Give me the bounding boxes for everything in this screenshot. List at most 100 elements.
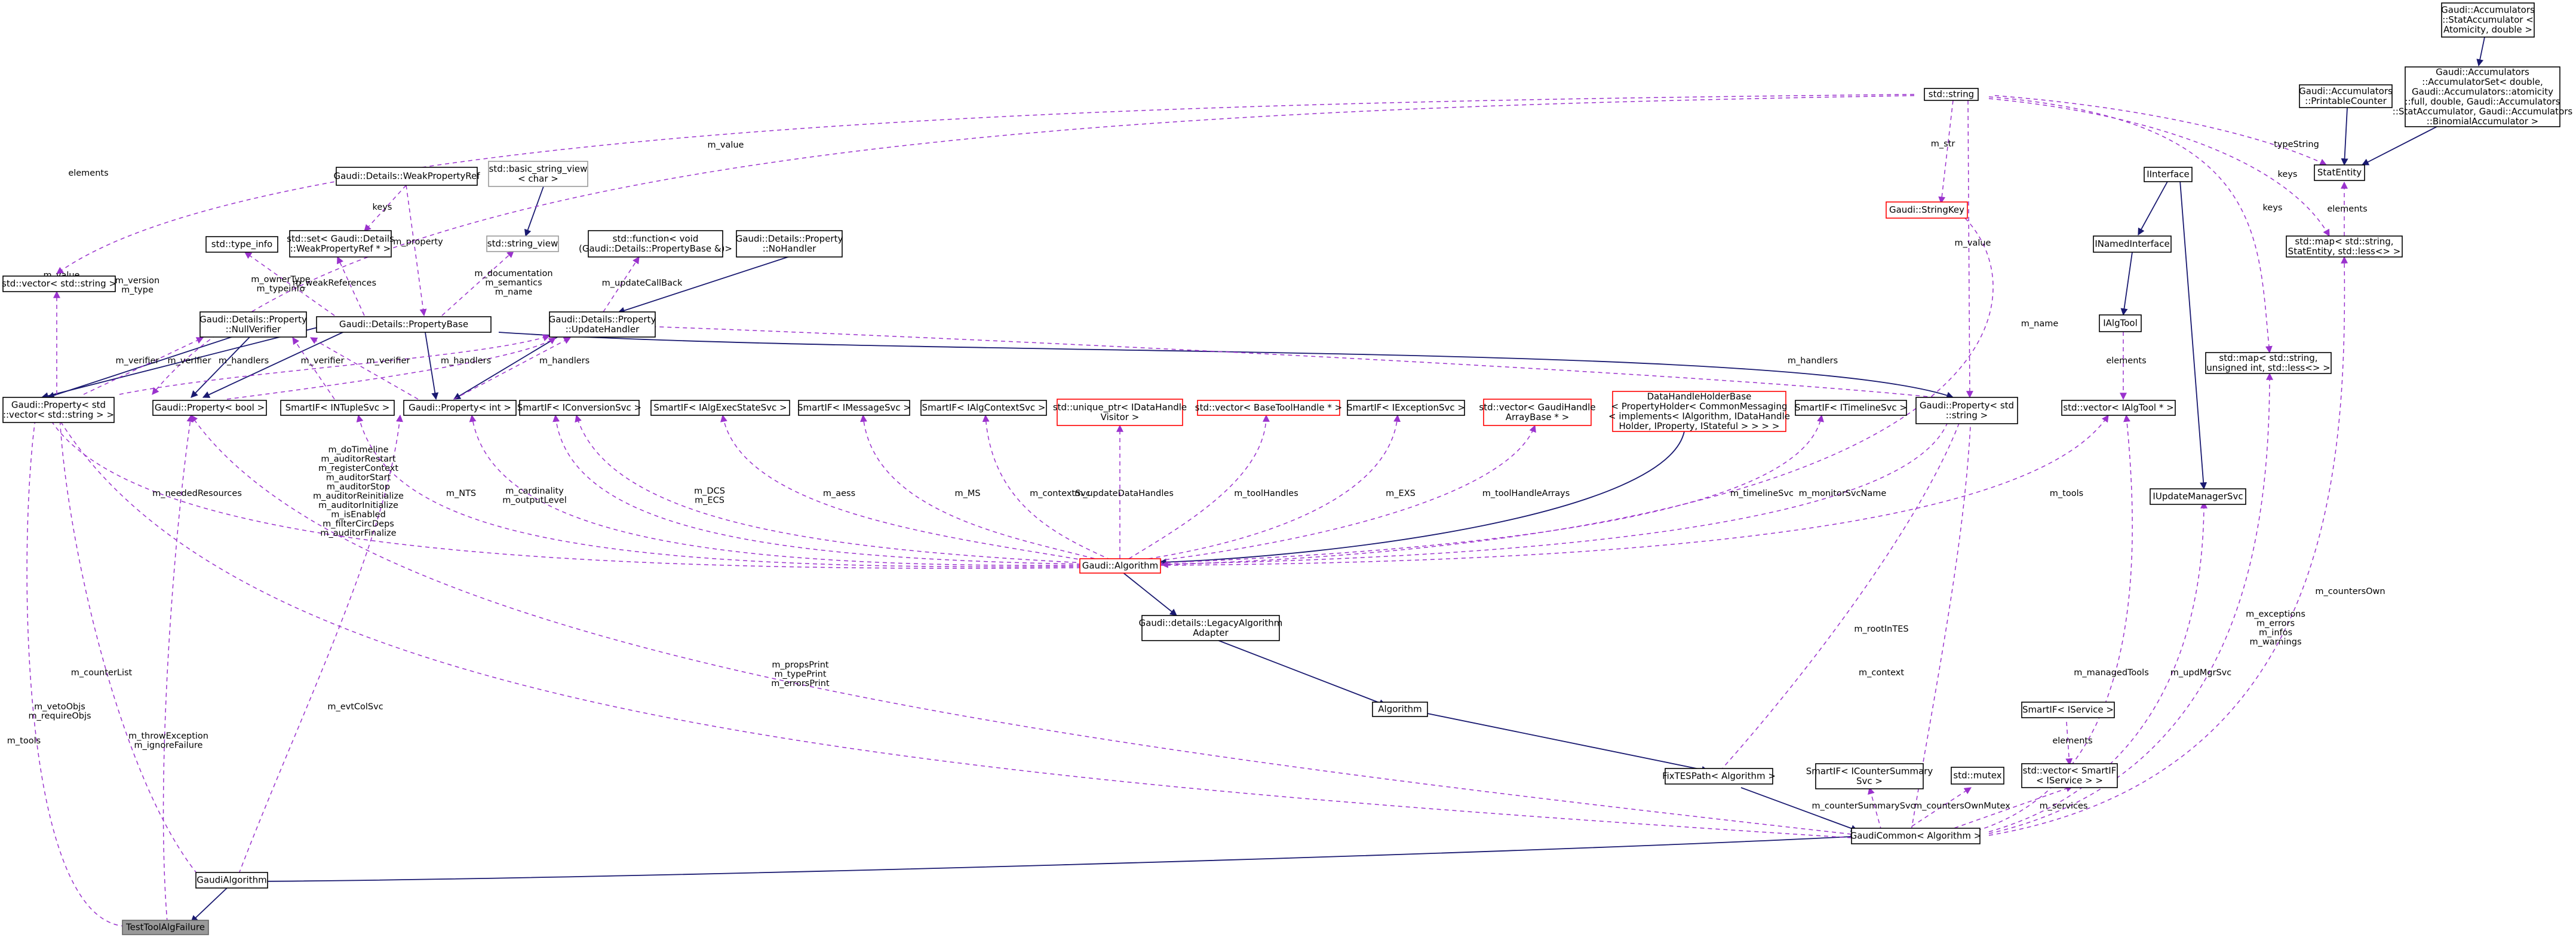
node-iupdatemanagersvc[interactable]: IUpdateManagerSvc bbox=[2150, 488, 2246, 505]
node-label-line: SmartIF< INTupleSvc > bbox=[285, 402, 390, 413]
node-property-vector-string[interactable]: Gaudi::Property< std::vector< std::strin… bbox=[2, 397, 115, 423]
node-accumulators-accumulatorset[interactable]: Gaudi::Accumulators::AccumulatorSet< dou… bbox=[2393, 66, 2573, 127]
node-map-string-uint[interactable]: std::map< std::string,unsigned int, std:… bbox=[2205, 352, 2332, 374]
edge-propbase-from-weakref bbox=[406, 185, 427, 317]
node-ialgtool[interactable]: IAlgTool bbox=[2099, 314, 2142, 332]
node-inamedinterface[interactable]: INamedInterface bbox=[2093, 235, 2172, 253]
node-smartif-iconversionsvc[interactable]: SmartIF< IConversionSvc > bbox=[517, 400, 641, 416]
node-testtoolalgfailure[interactable]: TestToolAlgFailure bbox=[122, 920, 209, 935]
node-label-line: GaudiAlgorithm bbox=[196, 875, 266, 886]
node-label-line: std::string_view bbox=[487, 238, 558, 250]
node-smartif-itimelinesvc[interactable]: SmartIF< ITimelineSvc > bbox=[1795, 400, 1907, 416]
node-statentity[interactable]: StatEntity bbox=[2314, 164, 2365, 181]
edge-gaudialg-to-ialgcontext bbox=[982, 414, 1112, 561]
node-weakpropertyref[interactable]: Gaudi::Details::WeakPropertyRef bbox=[333, 167, 480, 186]
node-datahandleholderbase[interactable]: DataHandleHolderBase< PropertyHolder< Co… bbox=[1608, 391, 1790, 432]
node-vector-ialgtool[interactable]: std::vector< IAlgTool * > bbox=[2061, 400, 2176, 416]
node-label: SmartIF< IMessageSvc > bbox=[797, 402, 911, 413]
edge-label: m_name bbox=[2021, 319, 2059, 329]
node-label: Gaudi::Details::Property::UpdateHandler bbox=[549, 314, 656, 335]
node-basic-string-view[interactable]: std::basic_string_view< char > bbox=[488, 161, 588, 187]
node-smartif-iservice[interactable]: SmartIF< IService > bbox=[2021, 702, 2115, 718]
node-property-string[interactable]: Gaudi::Property< std::string > bbox=[1915, 397, 2018, 424]
node-label: SmartIF< IConversionSvc > bbox=[517, 402, 641, 413]
edge-inamed-to-ialgtool bbox=[2120, 252, 2133, 316]
edge-label: m_countersOwnMutex bbox=[1914, 801, 2010, 811]
node-label-line: std::map< std::string, bbox=[2219, 353, 2317, 363]
node-gaudi-algorithm[interactable]: Gaudi::Algorithm bbox=[1079, 558, 1161, 574]
edge-gaudialg-to-propint bbox=[552, 414, 1082, 565]
node-stringkey[interactable]: Gaudi::StringKey bbox=[1886, 201, 1968, 219]
edge-label: m_verifier bbox=[168, 356, 211, 366]
edge-label: m_handlers bbox=[1788, 356, 1838, 366]
node-gaudicommon-algorithm[interactable]: GaudiCommon< Algorithm > bbox=[1850, 828, 1982, 844]
node-smartif-ialgcontextsvc[interactable]: SmartIF< IAlgContextSvc > bbox=[920, 400, 1047, 416]
node-property-nohandler[interactable]: Gaudi::Details::Property::NoHandler bbox=[736, 230, 843, 258]
edge-iinterface-to-inamed bbox=[2138, 180, 2169, 236]
node-label-line: Gaudi::Accumulators bbox=[2441, 5, 2535, 16]
node-label-line: (Gaudi::Details::PropertyBase &)> bbox=[579, 243, 732, 254]
edge-datahandle-to-gaudialg bbox=[1159, 431, 1685, 566]
node-smartif-imessagesvc[interactable]: SmartIF< IMessageSvc > bbox=[797, 400, 911, 416]
edge-gaudicommon-to-mapuint bbox=[1988, 372, 2273, 834]
node-property-int[interactable]: Gaudi::Property< int > bbox=[403, 400, 517, 416]
node-map-string-statentity[interactable]: std::map< std::string,StatEntity, std::l… bbox=[2286, 235, 2403, 258]
edge-gaudialg-to-vecgaudihandle bbox=[1149, 424, 1536, 562]
node-label-line: ArrayBase * > bbox=[1506, 412, 1570, 422]
node-label-line: SmartIF< IExceptionSvc > bbox=[1347, 402, 1465, 413]
node-vector-smartif-iservice[interactable]: std::vector< SmartIF< IService > > bbox=[2021, 763, 2118, 788]
node-propertybase[interactable]: Gaudi::Details::PropertyBase bbox=[316, 316, 492, 333]
node-vector-basetoolhandle[interactable]: std::vector< BaseToolHandle * > bbox=[1195, 400, 1342, 416]
edge-gaudialg-to-propvec bbox=[47, 414, 1082, 569]
node-property-updatehandler[interactable]: Gaudi::Details::Property::UpdateHandler bbox=[549, 311, 656, 338]
node-gaudialgorithm[interactable]: GaudiAlgorithm bbox=[195, 872, 268, 889]
node-property-nullverifier[interactable]: Gaudi::Details::Property::NullVerifier bbox=[199, 311, 307, 338]
node-std-string[interactable]: std::string bbox=[1924, 88, 1979, 101]
node-algorithm[interactable]: Algorithm bbox=[1372, 702, 1428, 717]
node-label: Gaudi::StringKey bbox=[1889, 204, 1964, 215]
edge-test-to-vecialgtool bbox=[26, 414, 126, 927]
node-std-mutex[interactable]: std::mutex bbox=[1951, 767, 2004, 785]
node-smartif-ialgexecstatesvc[interactable]: SmartIF< IAlgExecStateSvc > bbox=[650, 400, 790, 416]
node-label: SmartIF< ITimelineSvc > bbox=[1795, 402, 1907, 413]
node-label-line: Atomicity, double > bbox=[2443, 25, 2532, 35]
edge-vecsvc-to-gaudicommon bbox=[1946, 785, 2074, 831]
node-std-function[interactable]: std::function< void(Gaudi::Details::Prop… bbox=[579, 230, 732, 258]
edge-updatehandler-handlers3 bbox=[453, 337, 572, 400]
node-property-bool[interactable]: Gaudi::Property< bool > bbox=[152, 400, 267, 416]
node-iinterface[interactable]: IInterface bbox=[2144, 167, 2193, 182]
edge-label: keys bbox=[373, 203, 392, 212]
edge-gaudialg-to-vecbasetool bbox=[1128, 414, 1270, 559]
edge-label: elements bbox=[2106, 356, 2146, 366]
node-accumulators-printablecounter[interactable]: Gaudi::Accumulators::PrintableCounter bbox=[2299, 84, 2393, 108]
edge-label: m_neededResources bbox=[152, 489, 242, 498]
edge-string-to-propbase bbox=[152, 95, 1915, 395]
node-accumulators-stataccumulator[interactable]: Gaudi::Accumulators::StatAccumulator <At… bbox=[2441, 2, 2535, 38]
node-string-view[interactable]: std::string_view bbox=[486, 235, 559, 252]
node-smartif-intuplesvc[interactable]: SmartIF< INTupleSvc > bbox=[280, 400, 395, 416]
node-fixtespath-algorithm[interactable]: FixTESPath< Algorithm > bbox=[1662, 768, 1776, 785]
node-vector-string[interactable]: std::vector< std::string > bbox=[2, 275, 116, 292]
edge-label: m_weakReferences bbox=[293, 278, 376, 288]
edge-nohandler-to-updatehandler bbox=[617, 250, 807, 314]
edge-updatehandler-handlers2 bbox=[226, 337, 556, 400]
edge-iinterface-to-iupdatemanager bbox=[2179, 180, 2207, 490]
node-set-weakpropertyref[interactable]: std::set< Gaudi::Details::WeakPropertyRe… bbox=[287, 230, 394, 258]
node-type-info[interactable]: std::type_info bbox=[205, 236, 278, 253]
edge-string-to-map-statentity bbox=[1988, 98, 2330, 237]
edge-label: m_countersOwn bbox=[2315, 587, 2385, 596]
edge-label: m_updMgrSvc bbox=[2170, 668, 2231, 678]
node-label-line: IUpdateManagerSvc bbox=[2153, 491, 2243, 502]
node-smartif-iexceptionsvc[interactable]: SmartIF< IExceptionSvc > bbox=[1347, 400, 1465, 416]
node-label: Gaudi::Details::Property::NoHandler bbox=[736, 233, 843, 254]
node-label-line: std::function< void bbox=[613, 233, 699, 244]
edge-stringkey-to-gaudialg bbox=[1160, 218, 1994, 568]
edge-gaudicommon-to-iupdatemgr bbox=[1988, 501, 2207, 832]
